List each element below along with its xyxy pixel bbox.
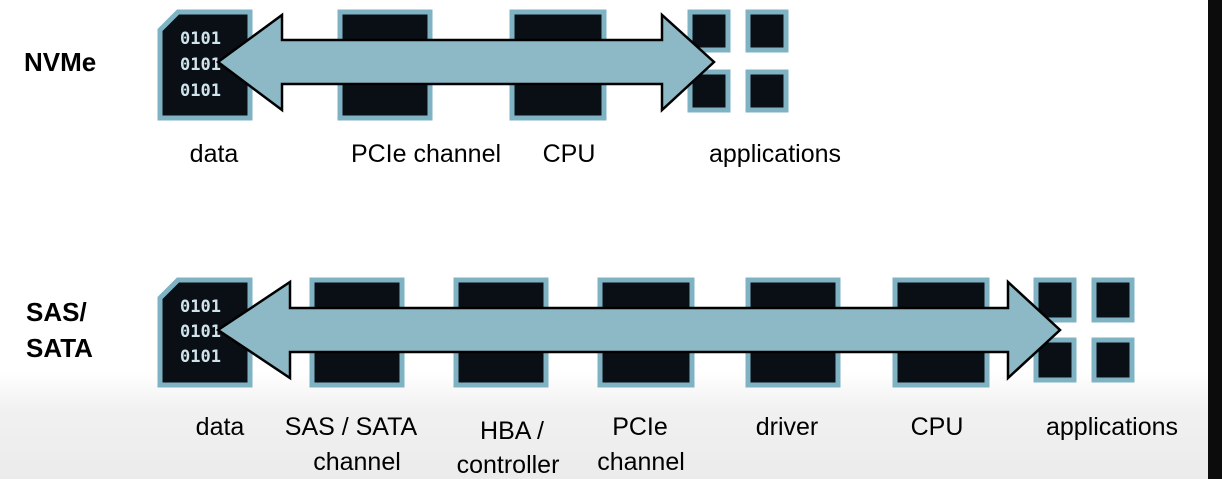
nvme-caption-cpu: CPU	[542, 140, 596, 168]
sas-caption-hba-line1: HBA /	[480, 417, 544, 445]
sas-label-line2: SATA	[26, 333, 93, 363]
sas-double-arrow	[215, 279, 1062, 381]
nvme-caption-applications: applications	[708, 140, 842, 168]
bottom-shade	[0, 372, 1208, 479]
nvme-binary-1: 0101	[180, 29, 221, 49]
sas-caption-pcie-line2: channel	[597, 448, 685, 476]
nvme-binary-3: 0101	[180, 81, 221, 101]
sas-app-square-4	[1091, 337, 1135, 383]
nvme-data-chip-icon	[157, 9, 253, 121]
sas-caption-hba-line2: controller	[456, 451, 560, 479]
right-edge-bar	[1208, 0, 1222, 479]
sas-row: 0101 0101 0101	[157, 277, 1135, 388]
sas-data-chip-icon	[157, 277, 253, 388]
sas-app-square-2	[1091, 277, 1135, 323]
sas-caption-pcie-line1: PCIe	[612, 413, 668, 441]
nvme-app-square-2	[745, 9, 789, 53]
nvme-app-square-1	[687, 9, 731, 53]
nvme-binary-2: 0101	[180, 55, 221, 75]
nvme-app-square-4	[745, 69, 789, 113]
nvme-caption-data: data	[189, 140, 239, 168]
nvme-caption-pcie-channel: PCIe channel	[350, 140, 502, 168]
sas-binary-3: 0101	[180, 347, 221, 367]
sas-caption-channel-line1: SAS / SATA	[284, 413, 418, 441]
sas-binary-2: 0101	[180, 322, 221, 342]
sas-caption-channel-line2: channel	[313, 448, 401, 476]
sas-app-square-1	[1033, 277, 1077, 323]
nvme-double-arrow	[215, 12, 716, 113]
sas-caption-applications: applications	[1045, 413, 1179, 441]
nvme-label: NVMe	[24, 47, 97, 77]
sas-binary-1: 0101	[180, 297, 221, 317]
nvme-row: 0101 0101 0101	[157, 9, 789, 121]
sas-caption-cpu: CPU	[910, 413, 964, 441]
sas-caption-data: data	[195, 413, 245, 441]
sas-caption-driver: driver	[755, 413, 819, 441]
sas-label-line1: SAS/	[26, 297, 87, 327]
